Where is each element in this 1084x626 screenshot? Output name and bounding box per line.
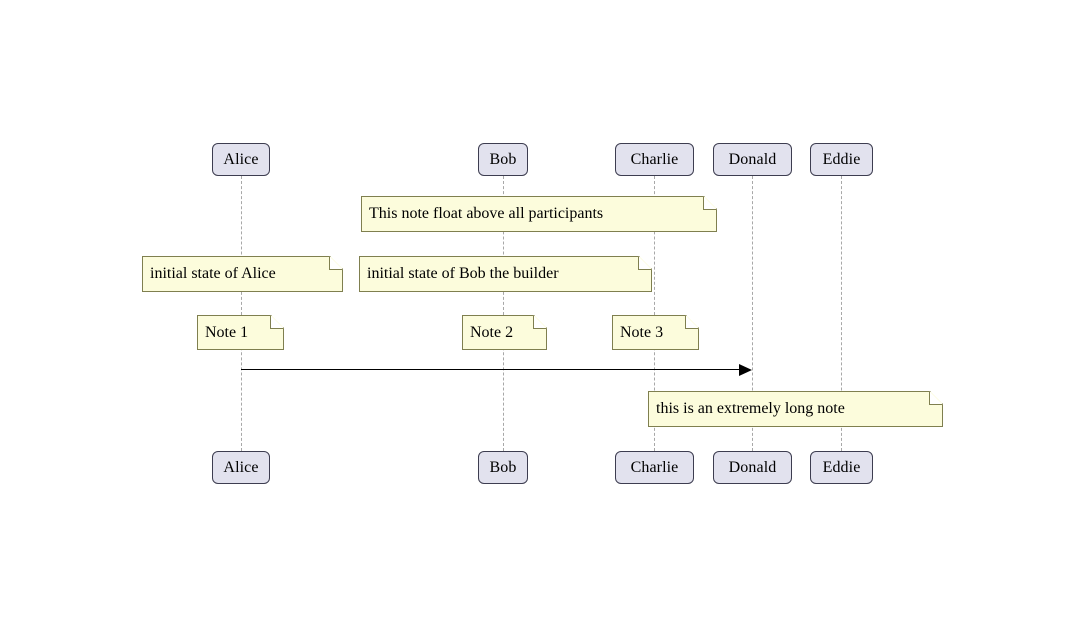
participant-label: Donald: [728, 458, 777, 476]
participant-label: Alice: [223, 458, 259, 476]
participant-label: Bob: [489, 150, 517, 168]
note-2[interactable]: Note 2: [462, 315, 547, 350]
participant-label: Charlie: [630, 458, 679, 476]
lifeline-donald: [752, 176, 753, 451]
note-text: initial state of Bob the builder: [367, 265, 559, 282]
note-text: Note 3: [620, 323, 664, 341]
note-text: initial state of Alice: [150, 265, 276, 282]
participant-label: Charlie: [630, 150, 679, 168]
note-text: this is an extremely long note: [656, 400, 845, 417]
note-3[interactable]: Note 3: [612, 315, 699, 350]
note-initial-alice[interactable]: initial state of Alice: [142, 256, 343, 292]
participant-label: Alice: [223, 150, 259, 168]
participant-header-alice[interactable]: Alice: [212, 143, 270, 176]
note-text: This note float above all participants: [369, 205, 604, 222]
note-text: Note 2: [470, 323, 514, 341]
lifeline-bob: [503, 176, 504, 451]
participant-footer-eddie[interactable]: Eddie: [810, 451, 873, 484]
participant-header-donald[interactable]: Donald: [713, 143, 792, 176]
participant-footer-charlie[interactable]: Charlie: [615, 451, 694, 484]
participant-label: Donald: [728, 150, 777, 168]
note-body: [612, 315, 699, 350]
lifeline-charlie: [654, 176, 655, 451]
note-body: [197, 315, 284, 350]
participant-header-charlie[interactable]: Charlie: [615, 143, 694, 176]
lifeline-eddie: [841, 176, 842, 451]
note-body: [462, 315, 547, 350]
message-line: [241, 369, 744, 370]
message-alice-to-donald[interactable]: [241, 363, 752, 377]
participant-label: Eddie: [822, 458, 861, 476]
participant-footer-bob[interactable]: Bob: [478, 451, 528, 484]
lifeline-alice: [241, 176, 242, 451]
participant-footer-donald[interactable]: Donald: [713, 451, 792, 484]
participant-header-bob[interactable]: Bob: [478, 143, 528, 176]
note-body: [361, 196, 717, 232]
note-text: Note 1: [205, 323, 249, 341]
note-long[interactable]: this is an extremely long note: [648, 391, 943, 427]
note-1[interactable]: Note 1: [197, 315, 284, 350]
note-initial-bob[interactable]: initial state of Bob the builder: [359, 256, 652, 292]
participant-footer-alice[interactable]: Alice: [212, 451, 270, 484]
note-body: [648, 391, 943, 427]
note-body: [142, 256, 343, 292]
participant-header-eddie[interactable]: Eddie: [810, 143, 873, 176]
note-body: [359, 256, 652, 292]
note-over-all[interactable]: This note float above all participants: [361, 196, 717, 232]
participant-label: Bob: [489, 458, 517, 476]
participant-label: Eddie: [822, 150, 861, 168]
arrow-head-icon: [739, 363, 752, 376]
